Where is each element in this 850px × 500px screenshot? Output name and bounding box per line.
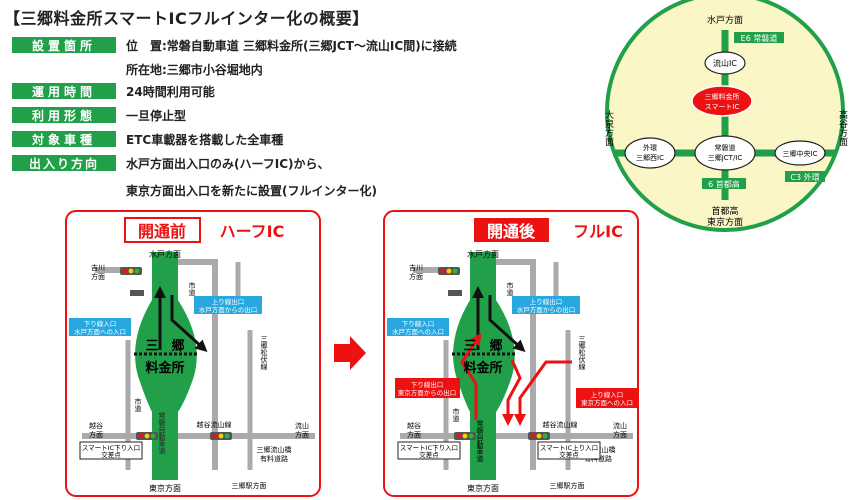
after-type: フルIC bbox=[573, 222, 623, 241]
after-misato-1: 三 郷 bbox=[463, 339, 502, 354]
map-gaikan-west-2: 三郷西IC bbox=[636, 153, 664, 162]
map-east: 高谷方面 bbox=[837, 109, 848, 147]
after-mito: 水戸方面 bbox=[467, 249, 499, 259]
info-row-vehicles: 対象車種 ETC車載器を搭載した全車種 bbox=[12, 130, 283, 148]
label-vehicles: 対象車種 bbox=[12, 131, 116, 147]
before-down-entrance-1: 下り線入口 bbox=[84, 319, 117, 328]
map-smart-ic-2: スマートIC bbox=[705, 103, 740, 111]
after-map bbox=[400, 252, 633, 480]
info-row-hours: 運用時間 24時間利用可能 bbox=[12, 82, 215, 100]
after-joban-road: 常磐自動車道 bbox=[476, 419, 484, 463]
map-route-6-badge: 6 首都高 bbox=[708, 179, 740, 189]
map-jct-1: 常磐道 bbox=[715, 143, 736, 152]
text-hours: 24時間利用可能 bbox=[126, 84, 215, 99]
after-smart-down-1: スマートIC下り入口 bbox=[400, 444, 458, 452]
label-direction: 出入り方向 bbox=[12, 155, 116, 171]
after-labels: 水戸方面 東京方面 吉川 方面 越谷 方面 流山 方面 市道 市道 三 郷 料金… bbox=[387, 249, 638, 493]
after-up-entrance-2: 東京方面への入口 bbox=[581, 398, 633, 407]
before-koshigaya-2: 方面 bbox=[89, 430, 103, 439]
before-smart-down-1: スマートIC下り入口 bbox=[82, 444, 140, 452]
before-type: ハーフIC bbox=[220, 222, 285, 241]
before-misato-1: 三 郷 bbox=[145, 339, 184, 354]
after-koshigaya-1: 越谷 bbox=[407, 421, 421, 430]
before-yoshikawa-1: 吉川 bbox=[91, 264, 105, 272]
after-smart-down-2: 交差点 bbox=[419, 450, 439, 459]
before-koshigaya-1: 越谷 bbox=[89, 421, 103, 430]
map-jct-2: 三郷JCT/IC bbox=[708, 153, 743, 162]
before-shido-2: 市道 bbox=[134, 397, 142, 413]
map-south-1: 首都高 bbox=[711, 205, 738, 217]
before-badge: 開通前 bbox=[138, 222, 186, 241]
after-down-exit-2: 東京方面からの出口 bbox=[398, 388, 457, 397]
before-yoshikawa-2: 方面 bbox=[91, 272, 105, 281]
after-down-entrance-2: 水戸方面への入口 bbox=[392, 327, 444, 336]
after-shido-1: 市道 bbox=[506, 281, 514, 297]
before-labels: 水戸方面 東京方面 吉川 方面 越谷 方面 流山 方面 市道 市道 三 郷 料金… bbox=[69, 249, 309, 493]
before-toll-road-1: 三郷流山橋 bbox=[257, 445, 292, 454]
before-up-exit-2: 水戸方面からの出口 bbox=[199, 305, 258, 314]
after-misato-2: 料金所 bbox=[463, 360, 502, 376]
after-badge: 開通後 bbox=[487, 222, 536, 241]
before-joban-road: 常磐自動車道 bbox=[158, 411, 166, 455]
text-usage: 一旦停止型 bbox=[126, 108, 187, 123]
after-down-entrance-1: 下り線入口 bbox=[402, 319, 435, 328]
after-koshigaya-nagareyama: 越谷流山線 bbox=[543, 420, 578, 429]
text-address: 所在地:三郷市小谷堀地内 bbox=[126, 63, 263, 77]
after-shido-2: 市道 bbox=[452, 407, 460, 423]
map-south-2: 東京方面 bbox=[707, 216, 743, 228]
before-smart-down-2: 交差点 bbox=[101, 450, 121, 459]
before-down-entrance-2: 水戸方面への入口 bbox=[74, 327, 126, 336]
map-gaikan-west-1: 外環 bbox=[643, 143, 657, 152]
before-mito: 水戸方面 bbox=[149, 249, 181, 259]
after-up-exit-2: 水戸方面からの出口 bbox=[517, 305, 576, 314]
before-misato-station: 三郷駅方面 bbox=[232, 481, 267, 490]
text-location: 位 置:常磐自動車道 三郷料金所(三郷JCT〜流山IC間)に接続 bbox=[126, 38, 457, 53]
before-shido-1: 市道 bbox=[188, 281, 196, 297]
before-toll-road-2: 有料道路 bbox=[260, 454, 288, 463]
after-nagareyama-1: 流山 bbox=[613, 421, 627, 430]
map-c3-badge: C3 外環 bbox=[790, 172, 819, 182]
info-row-direction: 出入り方向 水戸方面出入口のみ(ハーフIC)から、 bbox=[12, 154, 330, 172]
after-down-exit-1: 下り線出口 bbox=[411, 380, 444, 389]
after-yoshikawa-2: 方面 bbox=[409, 272, 423, 281]
map-misato-chuo-ic: 三郷中央IC bbox=[783, 149, 818, 158]
before-nagareyama-2: 方面 bbox=[295, 430, 309, 439]
text-direction-sub: 東京方面出入口を新たに設置(フルインター化) bbox=[126, 184, 377, 198]
before-map bbox=[82, 252, 315, 480]
before-koshigaya-nagareyama: 越谷流山線 bbox=[197, 420, 232, 429]
after-smart-up-2: 交差点 bbox=[559, 450, 579, 459]
after-matsubushi: 三郷松伏線 bbox=[578, 335, 586, 370]
location-map: 水戸方面 首都高 東京方面 大泉方面 高谷方面 E6 常磐道 流山IC 三郷料金… bbox=[603, 0, 848, 232]
after-yoshikawa-1: 吉川 bbox=[409, 264, 423, 272]
map-north: 水戸方面 bbox=[707, 14, 743, 26]
info-row-location: 設置箇所 位 置:常磐自動車道 三郷料金所(三郷JCT〜流山IC間)に接続 bbox=[12, 36, 457, 54]
map-e6-badge: E6 常磐道 bbox=[741, 33, 778, 43]
map-smart-ic-1: 三郷料金所 bbox=[705, 92, 740, 101]
before-misato-2: 料金所 bbox=[145, 360, 184, 376]
after-smart-up-1: スマートIC上り入口 bbox=[540, 443, 598, 452]
label-usage: 利用形態 bbox=[12, 107, 116, 123]
after-tokyo: 東京方面 bbox=[467, 483, 499, 493]
map-west: 大泉方面 bbox=[603, 109, 614, 147]
text-vehicles: ETC車載器を搭載した全車種 bbox=[126, 132, 284, 147]
after-up-exit-1: 上り線出口 bbox=[530, 297, 563, 306]
page-title: 【三郷料金所スマートICフルインター化の概要】 bbox=[4, 9, 369, 28]
after-koshigaya-2: 方面 bbox=[407, 430, 421, 439]
before-tokyo: 東京方面 bbox=[149, 483, 181, 493]
before-matsubushi: 三郷松伏線 bbox=[260, 335, 268, 370]
text-direction: 水戸方面出入口のみ(ハーフIC)から、 bbox=[126, 156, 330, 171]
map-nagareyama-ic: 流山IC bbox=[713, 58, 737, 68]
label-hours: 運用時間 bbox=[12, 83, 116, 99]
before-up-exit-1: 上り線出口 bbox=[212, 297, 245, 306]
after-misato-station: 三郷駅方面 bbox=[550, 481, 585, 490]
before-nagareyama-1: 流山 bbox=[295, 421, 309, 430]
info-row-usage: 利用形態 一旦停止型 bbox=[12, 106, 186, 124]
transition-arrow bbox=[334, 336, 366, 370]
after-up-entrance-1: 上り線入口 bbox=[591, 390, 624, 399]
label-location: 設置箇所 bbox=[12, 37, 116, 53]
after-nagareyama-2: 方面 bbox=[613, 430, 627, 439]
